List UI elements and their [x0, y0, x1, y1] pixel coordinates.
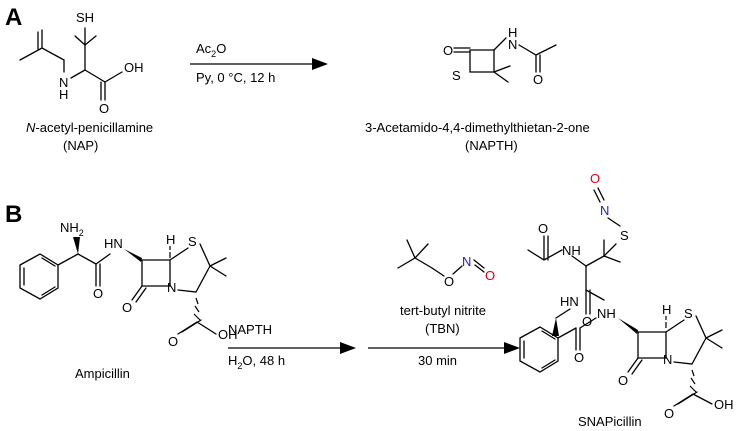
- snap-lactam-o: O: [618, 373, 628, 388]
- napth-amide-o: O: [533, 72, 543, 87]
- snap-acid-o: O: [664, 406, 674, 421]
- snap-hn: HN: [560, 294, 579, 309]
- snapicillin-name: SNAPicillin: [578, 414, 642, 429]
- amp-n: N: [167, 280, 176, 295]
- amp-o: O: [93, 286, 103, 301]
- amp-nh2: NH2: [60, 220, 84, 238]
- snap-thia-s: S: [684, 306, 693, 321]
- amp-lactam-o: O: [122, 300, 132, 315]
- napth-nh-h: H: [508, 25, 517, 40]
- snap-acetyl-nh: NH: [562, 243, 581, 258]
- nap-abbr: (NAP): [63, 138, 98, 153]
- snap-s: S: [620, 228, 629, 243]
- snap-acetyl-o: O: [538, 221, 548, 236]
- nap-nh-h: H: [59, 87, 68, 102]
- panel-label-a: A: [5, 4, 22, 31]
- amp-hn: HN: [104, 236, 123, 251]
- snapicillin-structure: O N S NH O O HN O NH H N O S: [519, 171, 734, 421]
- reagent-ac2o: Ac2O: [196, 41, 226, 59]
- amp-h: H: [166, 232, 175, 247]
- step2-reagent-abbr: (TBN): [425, 321, 460, 336]
- ampicillin-name: Ampicillin: [75, 366, 130, 381]
- tbn-o: O: [444, 274, 454, 289]
- step2-conditions: 30 min: [418, 353, 457, 368]
- napth-nh-n: N: [508, 37, 517, 52]
- step1-reagent: NAPTH: [228, 322, 272, 337]
- napth-s: S: [452, 68, 461, 83]
- nap-name: N-acetyl-penicillamine: [26, 120, 153, 135]
- step1-conditions: H2O, 48 h: [228, 353, 285, 371]
- snap-lactam-link-o: O: [574, 350, 584, 365]
- nap-oh: OH: [124, 60, 144, 75]
- napth-name: 3-Acetamido-4,4-dimethylthietan-2-one: [365, 120, 590, 135]
- amp-acid-o: O: [168, 334, 178, 349]
- snap-nh: NH: [597, 306, 616, 321]
- nap-structure: N H SH OH O: [19, 10, 144, 116]
- snap-nitroso-o: O: [590, 171, 600, 186]
- tbn-structure: O N O: [397, 239, 495, 289]
- snap-amide-o: O: [582, 314, 592, 329]
- snap-h: H: [662, 302, 671, 317]
- tbn-nitroso-o: O: [485, 268, 495, 283]
- reaction-a-arrow: [190, 58, 328, 70]
- nap-o: O: [99, 101, 109, 116]
- ampicillin-structure: NH2 O HN H N O S OH O: [19, 220, 238, 349]
- reaction-b-step2-arrow: [368, 342, 520, 354]
- napth-structure: O S H N O: [443, 25, 557, 87]
- conditions-a: Py, 0 °C, 12 h: [196, 70, 275, 85]
- nap-nh-n: N: [59, 75, 68, 90]
- snap-oh: OH: [714, 397, 734, 412]
- napth-abbr: (NAPTH): [465, 138, 518, 153]
- panel-label-b: B: [5, 201, 22, 228]
- snap-n: N: [663, 352, 672, 367]
- snap-nitroso-n: N: [600, 203, 609, 218]
- amp-oh: OH: [218, 327, 238, 342]
- reaction-b-step1-arrow: [228, 342, 356, 354]
- amp-s: S: [188, 234, 197, 249]
- nap-sh: SH: [76, 10, 94, 25]
- step2-reagent-name: tert-butyl nitrite: [400, 303, 486, 318]
- tbn-n: N: [462, 254, 471, 269]
- napth-o: O: [443, 43, 453, 58]
